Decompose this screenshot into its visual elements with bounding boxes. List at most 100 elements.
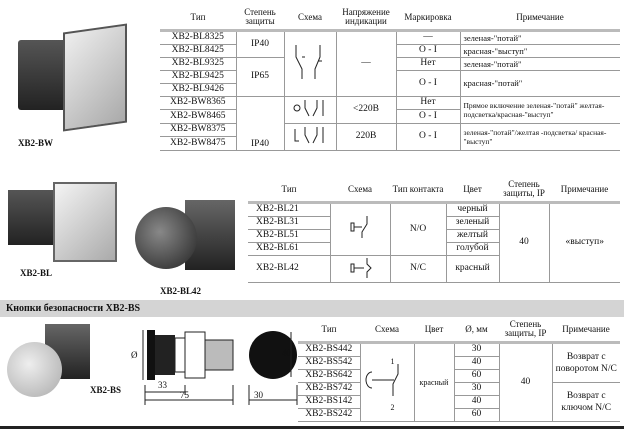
dim-diameter: Ø bbox=[131, 350, 138, 360]
header-contact: Тип контакта bbox=[390, 178, 446, 204]
header-note: Примечание bbox=[549, 178, 620, 204]
color-cell: красный bbox=[445, 254, 499, 283]
marking-cell: O - I bbox=[395, 122, 461, 151]
voltage-cell: <220В bbox=[335, 95, 397, 124]
type-cell: XB2-BL21 bbox=[248, 201, 331, 217]
type-cell: XB2-BL9426 bbox=[160, 82, 236, 97]
color-cell: зеленый bbox=[445, 215, 499, 230]
type-cell: XB2-BS542 bbox=[298, 355, 361, 370]
type-cell: XB2-BS442 bbox=[298, 341, 361, 357]
note-cell: красная-"потай" bbox=[459, 69, 620, 97]
header-voltage: Напряжение индикации bbox=[336, 6, 396, 32]
schema-icon bbox=[283, 29, 337, 97]
note-cell: «выступ» bbox=[548, 201, 620, 283]
protection-cell: 40 bbox=[498, 341, 553, 422]
note-cell: Прямое включение зеленая-"потай" желтая-… bbox=[459, 95, 620, 124]
header-protection: Степень защиты, IP bbox=[499, 318, 552, 344]
dim-40: 40 bbox=[282, 348, 291, 358]
xb2-bw-photo bbox=[8, 20, 138, 132]
note-cell: Возврат с поворотом N/C bbox=[551, 341, 620, 383]
voltage-cell: — bbox=[335, 29, 397, 97]
diameter-cell: 30 bbox=[453, 341, 500, 357]
note-cell: зеленая-"потай" bbox=[459, 56, 620, 71]
marking-cell: O - I bbox=[395, 109, 460, 124]
table-xb2-bs: Тип Схема Цвет Ø, мм Степень защиты, IP … bbox=[298, 318, 620, 422]
contact-cell: N/O bbox=[389, 201, 447, 256]
voltage-cell: 220В bbox=[335, 122, 397, 151]
color-cell: черный bbox=[445, 201, 500, 217]
header-type: Тип bbox=[298, 318, 360, 344]
header-type: Тип bbox=[160, 6, 236, 32]
type-cell: XB2-BL9325 bbox=[160, 56, 237, 71]
protection-cell: IP40 bbox=[235, 95, 285, 151]
type-cell: XB2-BL61 bbox=[248, 241, 331, 256]
header-note: Примечание bbox=[460, 6, 620, 32]
type-cell: XB2-BW8365 bbox=[160, 95, 237, 110]
contact-cell: N/C bbox=[389, 254, 447, 283]
diameter-cell: 40 bbox=[453, 394, 499, 409]
schema-no-icon bbox=[329, 201, 391, 256]
header-schema: Схема bbox=[330, 178, 390, 204]
type-cell: XB2-BL8325 bbox=[160, 29, 237, 45]
note-cell: зеленая-"потай" bbox=[459, 29, 620, 45]
xb2-bs-photo bbox=[5, 322, 95, 402]
header-schema: Схема bbox=[284, 6, 336, 32]
header-schema: Схема bbox=[360, 318, 414, 344]
type-cell: XB2-BS742 bbox=[298, 381, 361, 396]
type-cell: XB2-BW8465 bbox=[160, 109, 237, 124]
type-cell: XB2-BL8425 bbox=[160, 43, 237, 58]
type-cell: XB2-BL42 bbox=[248, 254, 331, 283]
diameter-cell: 30 bbox=[453, 381, 500, 396]
dim-33: 33 bbox=[158, 380, 167, 390]
header-note: Примечание bbox=[552, 318, 620, 344]
type-cell: XB2-BL51 bbox=[248, 228, 331, 243]
header-color: Цвет bbox=[414, 318, 454, 344]
pin-2: 2 bbox=[390, 402, 395, 412]
section-title: Кнопки безопасности XB2-BS bbox=[6, 303, 141, 314]
schema-lamp-icon bbox=[283, 122, 337, 151]
type-cell: XB2-BL31 bbox=[248, 215, 331, 230]
dim-75: 75 bbox=[180, 390, 189, 400]
header-marking: Маркировка bbox=[396, 6, 460, 32]
color-cell: голубой bbox=[445, 241, 499, 256]
xb2-bs-label: XB2-BS bbox=[90, 385, 122, 395]
header-type: Тип bbox=[248, 178, 330, 204]
protection-cell: IP40 bbox=[235, 29, 285, 58]
header-color: Цвет bbox=[446, 178, 499, 204]
note-cell: зеленая-"потай"/желтая -подсветка/ красн… bbox=[459, 122, 620, 151]
type-cell: XB2-BS642 bbox=[298, 368, 361, 383]
note-cell: красная-"выступ" bbox=[459, 43, 620, 58]
note-cell: Возврат с ключом N/C bbox=[551, 381, 620, 422]
table-xb2-bw: Тип Степень защиты Схема Напряжение инди… bbox=[160, 6, 620, 151]
xb2-bl42-photo bbox=[130, 195, 240, 280]
protection-cell: 40 bbox=[498, 201, 550, 283]
section-title-band: Кнопки безопасности XB2-BS bbox=[0, 300, 624, 317]
color-cell: красный bbox=[413, 341, 455, 422]
diameter-cell: 60 bbox=[453, 407, 499, 422]
color-cell: желтый bbox=[445, 228, 499, 243]
dimension-drawing bbox=[142, 330, 298, 405]
table-xb2-bl: Тип Схема Тип контакта Цвет Степень защи… bbox=[248, 178, 620, 283]
type-cell: XB2-BW8475 bbox=[160, 136, 236, 151]
schema-lamp-icon bbox=[283, 95, 337, 124]
type-cell: XB2-BL9425 bbox=[160, 69, 237, 84]
xb2-bw-label: XB2-BW bbox=[18, 138, 54, 148]
pin-1: 1 bbox=[390, 356, 395, 366]
type-cell: XB2-BS142 bbox=[298, 394, 361, 409]
marking-cell: — bbox=[395, 29, 461, 45]
marking-cell: O - I bbox=[395, 43, 461, 58]
header-protection: Степень защиты bbox=[236, 6, 284, 32]
type-cell: XB2-BS242 bbox=[298, 407, 361, 422]
header-protection: Степень защиты, IP bbox=[499, 178, 549, 204]
marking-cell: O - I bbox=[395, 69, 461, 97]
xb2-bl42-label: XB2-BL42 bbox=[160, 286, 202, 296]
marking-cell: Нет bbox=[395, 95, 461, 110]
schema-nc-icon bbox=[329, 254, 391, 283]
xb2-bl-photo bbox=[8, 180, 118, 262]
type-cell: XB2-BW8375 bbox=[160, 122, 237, 137]
diameter-cell: 60 bbox=[453, 368, 499, 383]
xb2-bl-label: XB2-BL bbox=[20, 268, 53, 278]
header-diameter: Ø, мм bbox=[454, 318, 499, 344]
diameter-cell: 40 bbox=[453, 355, 499, 370]
